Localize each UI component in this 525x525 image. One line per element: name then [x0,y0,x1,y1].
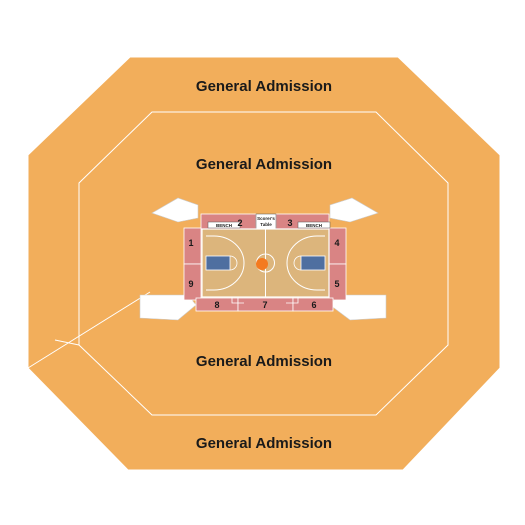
section-6[interactable] [292,297,334,312]
court-three-point-left [206,235,245,291]
scorers-table-label-1: Scorer's [257,216,275,221]
tunnel-bottom-left [139,294,197,321]
section-label-1: 1 [188,238,193,248]
basketball-icon [256,258,268,270]
zone-ga-inner-boundary [78,111,449,416]
tunnel-top-left [151,197,199,223]
ga-label-bottom-inner: General Admission [196,353,332,370]
bench-left-label: BENCH [216,223,232,228]
section-label-7: 7 [262,300,267,310]
tunnel-top-right [329,197,379,223]
court-lane-left [205,255,231,271]
section-label-8: 8 [214,300,219,310]
basketball-court [201,228,330,304]
bench-right [297,221,331,229]
ga-label-top-outer: General Admission [196,78,332,95]
zone-divider-line [27,291,151,369]
bench-left [207,221,241,229]
section-label-9: 9 [188,279,193,289]
ga-label-bottom-outer: General Admission [196,435,332,452]
bench-right-label: BENCH [306,223,322,228]
court-three-point-right [286,235,325,291]
court-lane-right [300,255,326,271]
section-label-2: 2 [237,218,242,228]
section-label-6: 6 [311,300,316,310]
court-ft-circle-right [293,255,302,271]
section-label-3: 3 [287,218,292,228]
court-ft-circle-left [229,255,238,271]
section-label-5: 5 [334,279,339,289]
scorers-table-label-2: Table [260,222,272,227]
court-bottom-markings [231,297,299,304]
zone-divider-line-2 [54,339,80,346]
ga-label-top-inner: General Admission [196,156,332,173]
section-label-4: 4 [334,238,339,248]
section-9[interactable] [183,263,202,301]
